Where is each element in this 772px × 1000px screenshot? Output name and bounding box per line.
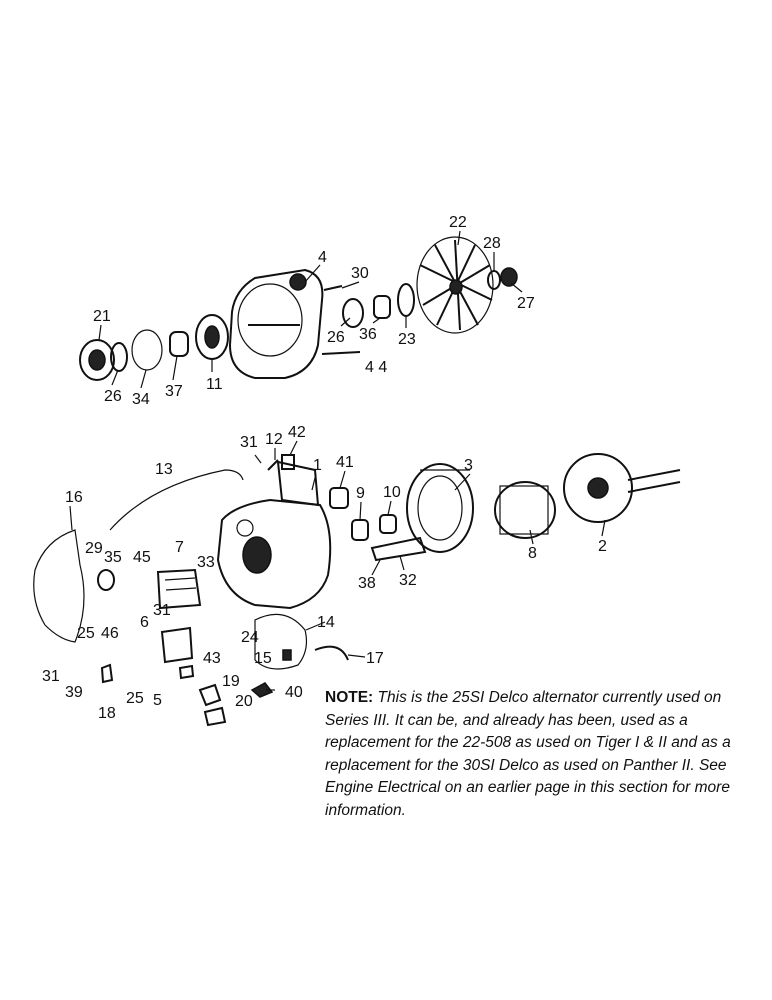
part-18-terminal [100,663,114,684]
callout-24: 24 [241,629,259,646]
callout-39: 39 [65,684,83,701]
callout-45: 45 [133,549,151,566]
callout-38: 38 [358,575,376,592]
callout-27: 27 [517,295,535,312]
callout-43: 43 [203,650,221,667]
callout-46: 46 [101,625,119,642]
callout-26: 26 [327,329,345,346]
callout-31: 31 [240,434,258,451]
callout-20: 20 [235,693,253,710]
part-13-lead [109,469,244,531]
part-2-rotor [563,453,681,523]
callout-19: 19 [222,673,240,690]
part-17-wire [314,645,349,661]
callout-23: 23 [398,331,416,348]
part-4-drive-end-frame [228,268,324,379]
callout-44: 4 4 [365,359,387,376]
part-19-capacitor [198,683,222,707]
callout-25: 25 [77,625,95,642]
part-1-slip-ring-end-frame [216,460,332,610]
note-body: This is the 25SI Delco alternator curren… [325,689,731,819]
callout-42: 42 [288,424,306,441]
part-41-bushing [329,487,349,509]
part-14-diode-trio [254,613,308,670]
part-29-bearing [97,569,115,591]
callout-36: 36 [359,326,377,343]
callout-6: 6 [140,614,149,631]
part-37-spacer [169,331,189,357]
part-40-diode [250,682,274,698]
part-27-nut [500,267,518,287]
part-9-bushing [351,519,369,541]
part-38-32-diode-block [370,536,427,562]
callout-15: 15 [254,650,272,667]
callout-11: 11 [206,376,223,393]
callout-40: 40 [285,684,303,701]
callout-33: 33 [197,554,215,571]
callout-9: 9 [356,485,365,502]
callout-41: 41 [336,454,354,471]
part-30-screw [323,285,343,291]
callout-17: 17 [366,650,384,667]
callout-1: 1 [313,457,322,474]
part-42-terminal [281,454,295,470]
part-12-screw [267,459,279,471]
callout-2: 2 [598,538,607,555]
callout-37: 37 [165,383,183,400]
callout-26: 26 [104,388,122,405]
part-36-spacer [373,295,391,319]
part-5-brush-holder [160,626,194,664]
callout-5: 5 [153,692,162,709]
callout-3: 3 [464,457,473,474]
part-22-fan [416,236,494,334]
leader-lines [69,230,606,691]
callout-25: 25 [126,690,144,707]
callout-18: 18 [98,705,116,722]
part-3-stator [406,463,474,553]
callout-30: 30 [351,265,369,282]
callout-16: 16 [65,489,83,506]
part-21-pulley-nut [79,339,115,381]
part-34-retainer-ring [131,329,163,371]
callout-35: 35 [104,549,122,566]
part-23-washer [397,283,415,317]
note-text: NOTE: This is the 25SI Delco alternator … [325,687,755,822]
callout-32: 32 [399,572,417,589]
part-28-washer [487,270,501,290]
note-label: NOTE: [325,689,374,706]
part-16-cover [33,529,85,643]
part-10-bushing [379,514,397,534]
callout-29: 29 [85,540,103,557]
part-44-bolt [321,351,361,355]
part-26-collar [342,298,364,328]
part-43-insulator [178,664,195,680]
callout-14: 14 [317,614,335,631]
callout-12: 12 [265,431,283,448]
callout-31: 31 [42,668,60,685]
part-20-insulator [203,706,227,727]
part-26-washer [110,342,128,372]
part-8-rectifier-bridge [494,481,556,539]
callout-22: 22 [449,214,467,231]
callout-31: 31 [153,602,171,619]
callout-13: 13 [155,461,173,478]
callout-8: 8 [528,545,537,562]
part-11-bearing [195,314,229,360]
callout-7: 7 [175,539,184,556]
callout-4: 4 [318,249,327,266]
callout-21: 21 [93,308,111,325]
callout-10: 10 [383,484,401,501]
callout-34: 34 [132,391,150,408]
callout-28: 28 [483,235,501,252]
part-7-regulator [156,568,202,610]
